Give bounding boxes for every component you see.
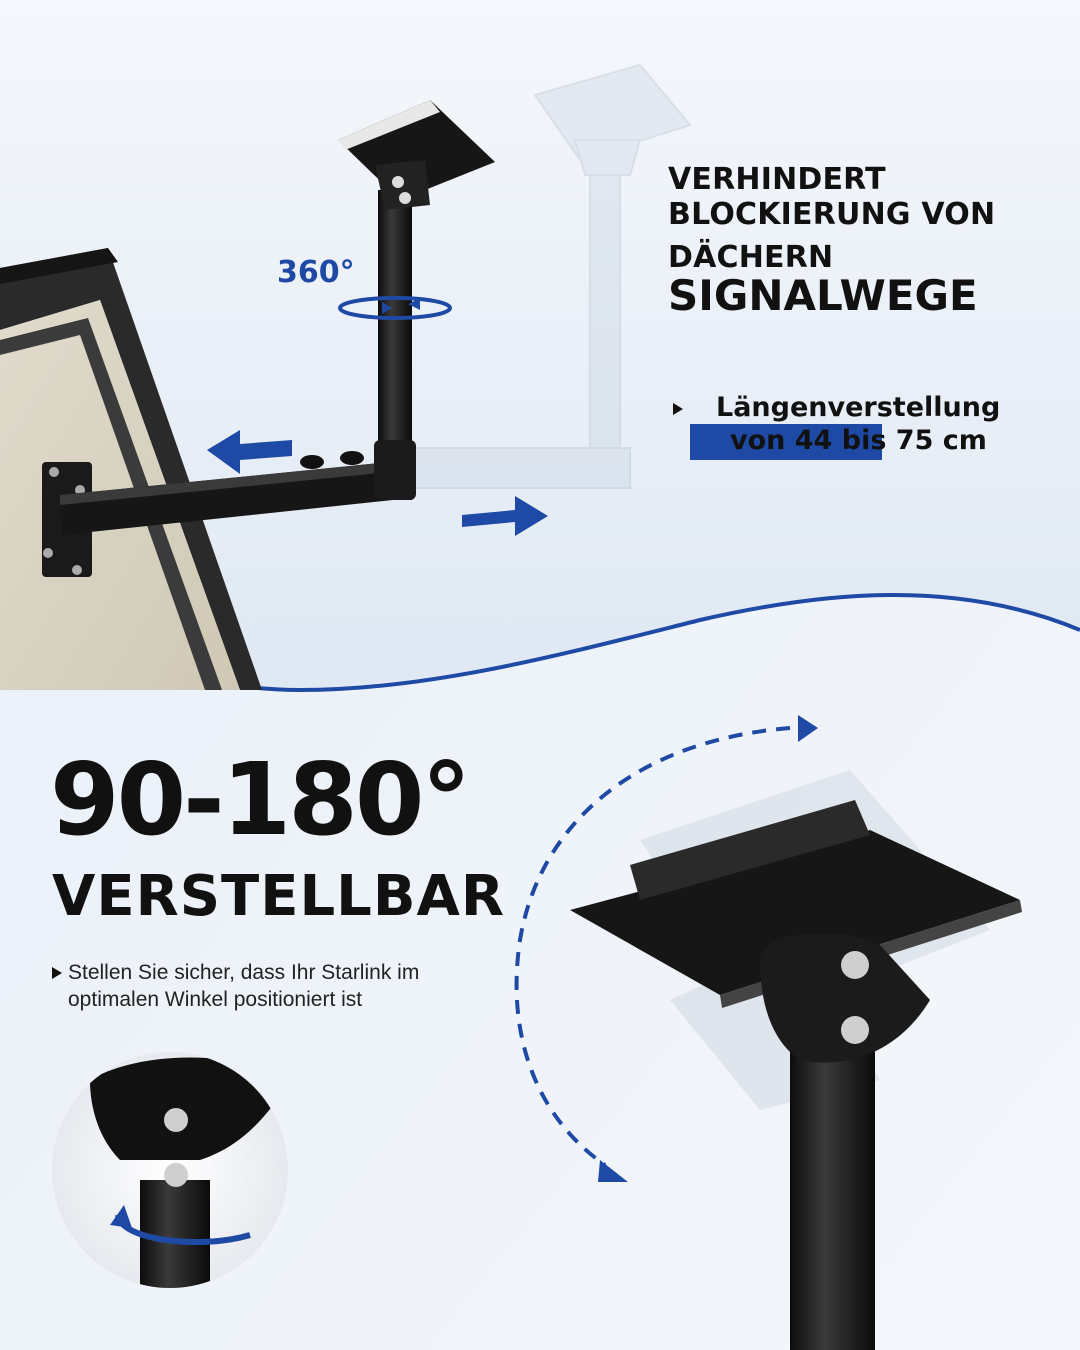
headline-line-1: VERHINDERT bbox=[668, 162, 886, 197]
bullet-line-2: von 44 bis 75 cm bbox=[730, 425, 987, 456]
arrow-right-icon bbox=[462, 496, 548, 536]
bullet-triangle-icon bbox=[52, 967, 62, 979]
highlight-bar bbox=[690, 424, 882, 460]
headline-line-4: SIGNALWEGE bbox=[668, 271, 978, 320]
detail-circle bbox=[52, 1052, 288, 1288]
rotation-arrow-icon bbox=[338, 296, 452, 320]
description-line-2: optimalen Winkel positioniert ist bbox=[68, 988, 363, 1011]
headline-line-3: DÄCHERN bbox=[668, 240, 834, 275]
rotation-degree-label: 360° bbox=[277, 255, 355, 290]
bullet-line-1: Längenverstellung bbox=[716, 392, 1001, 423]
top-section-background bbox=[0, 0, 1080, 690]
arrow-left-icon bbox=[207, 430, 292, 474]
bullet-triangle-icon bbox=[673, 403, 683, 415]
description-line-1: Stellen Sie sicher, dass Ihr Starlink im bbox=[68, 961, 420, 984]
angle-range-title: 90-180° bbox=[50, 741, 471, 858]
adjustable-subtitle: VERSTELLBAR bbox=[52, 864, 506, 929]
ghost-mount-top bbox=[399, 63, 692, 489]
headline-line-2: BLOCKIERUNG VON bbox=[668, 197, 996, 232]
mount-head-bottom bbox=[570, 800, 1022, 1350]
wall-mount-top bbox=[42, 100, 495, 577]
